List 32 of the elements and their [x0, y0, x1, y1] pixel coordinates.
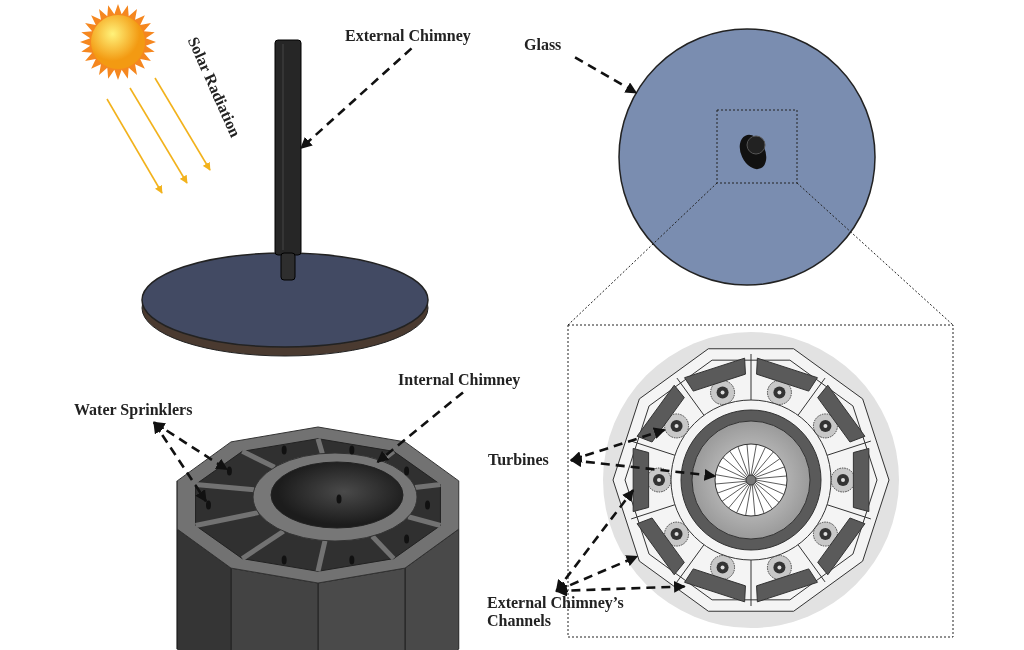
channel-segment	[817, 384, 866, 443]
channel-segment	[636, 517, 685, 576]
turbine-icon	[714, 443, 788, 517]
leader-line	[153, 421, 228, 471]
channel-segment	[817, 517, 866, 576]
internal-chimney-opening	[270, 461, 404, 529]
callout-label: Glass	[524, 36, 563, 55]
leader-line	[555, 581, 686, 597]
callout-label: Turbines	[488, 451, 550, 470]
leader-line	[300, 47, 413, 150]
leader-line	[569, 455, 717, 481]
sprinkler-nozzle	[206, 500, 211, 510]
channel-segment	[684, 357, 746, 392]
glass-disk	[618, 28, 876, 286]
leader-line	[555, 489, 635, 592]
callout-label: External Chimney’s Channels	[487, 594, 625, 631]
callout-label: External Chimney	[345, 27, 472, 46]
sprinkler-nozzle	[226, 466, 232, 476]
channel-segment	[684, 568, 746, 603]
channel-segment	[636, 384, 685, 443]
leader-line	[376, 391, 464, 463]
leader-line	[574, 56, 638, 94]
channel-segment	[756, 568, 818, 603]
channel-segment	[852, 447, 870, 513]
chimney-tower	[274, 39, 302, 281]
leader-line	[152, 421, 208, 503]
callout-label: Water Sprinklers	[74, 401, 194, 420]
leader-line	[569, 427, 666, 463]
channel-segment	[756, 357, 818, 392]
leader-line	[555, 555, 639, 593]
channel-segment	[632, 447, 650, 513]
callout-label: Internal Chimney	[398, 371, 522, 390]
